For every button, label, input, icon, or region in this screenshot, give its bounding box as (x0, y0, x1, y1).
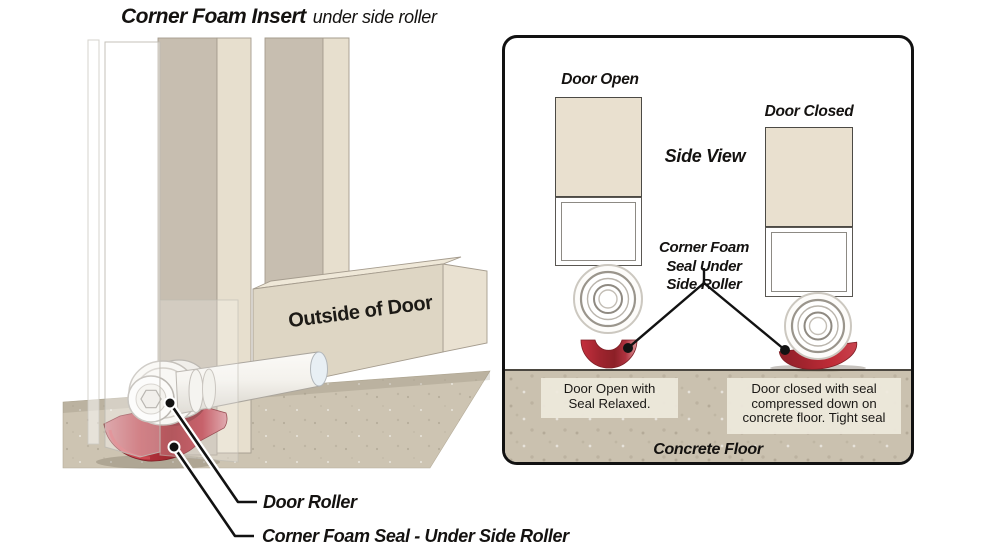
seal-callout-text: Corner Foam Seal Under Side Roller (649, 239, 759, 295)
roller-closed (784, 292, 852, 360)
perspective-illustration-art (62, 37, 491, 540)
door-closed-label: Door Closed (764, 103, 854, 120)
door-roller-3d (127, 351, 328, 426)
door-closed-panel (765, 127, 853, 227)
open-note-box: Door Open with Seal Relaxed. (541, 378, 678, 418)
closed-note-line3: concrete floor. Tight seal (742, 410, 886, 426)
side-view-label: Side View (664, 146, 746, 166)
seal-callout-line1: Corner Foam (658, 239, 750, 256)
roller-bracket-closed (765, 227, 853, 297)
corner-foam-seal-label: Corner Foam Seal - Under Side Roller (262, 526, 569, 546)
perspective-illustration: Outside of Door Door Roller Corner Foam … (62, 37, 569, 546)
open-note-line2: Seal Relaxed. (568, 395, 651, 411)
title-sub: under side roller (312, 7, 437, 27)
closed-note-line1: Door closed with seal (751, 381, 877, 396)
door-open-label: Door Open (561, 71, 639, 88)
door-roller-label: Door Roller (263, 492, 357, 512)
roller-open (573, 264, 643, 334)
title-main: Corner Foam Insert (121, 5, 306, 28)
side-view-panel: Door Open Door Closed Side View Corner F… (502, 35, 914, 465)
ghost-track-back (87, 39, 100, 445)
page-title: Corner Foam Insert under side roller (121, 5, 437, 29)
door-stud-right (264, 37, 350, 290)
open-note-line1: Door Open with (563, 381, 656, 396)
callout-lines (163, 396, 261, 540)
hex-bolt (140, 389, 162, 409)
closed-note-box: Door closed with seal compressed down on… (727, 378, 901, 434)
closed-note-line2: compressed down on (751, 395, 877, 411)
roller-bracket-open-inner (561, 202, 636, 261)
door-open-panel (555, 97, 642, 197)
roller-bracket-closed-inner (771, 232, 847, 292)
foam-seal-relaxed (580, 339, 638, 369)
seal-callout-line2: Seal Under (666, 257, 742, 275)
concrete-floor-label: Concrete Floor (653, 441, 763, 458)
seal-callout-line3: Side Roller (666, 276, 742, 293)
roller-bracket-open (555, 197, 642, 266)
concrete-floor: Door Open with Seal Relaxed. Door closed… (505, 369, 911, 462)
